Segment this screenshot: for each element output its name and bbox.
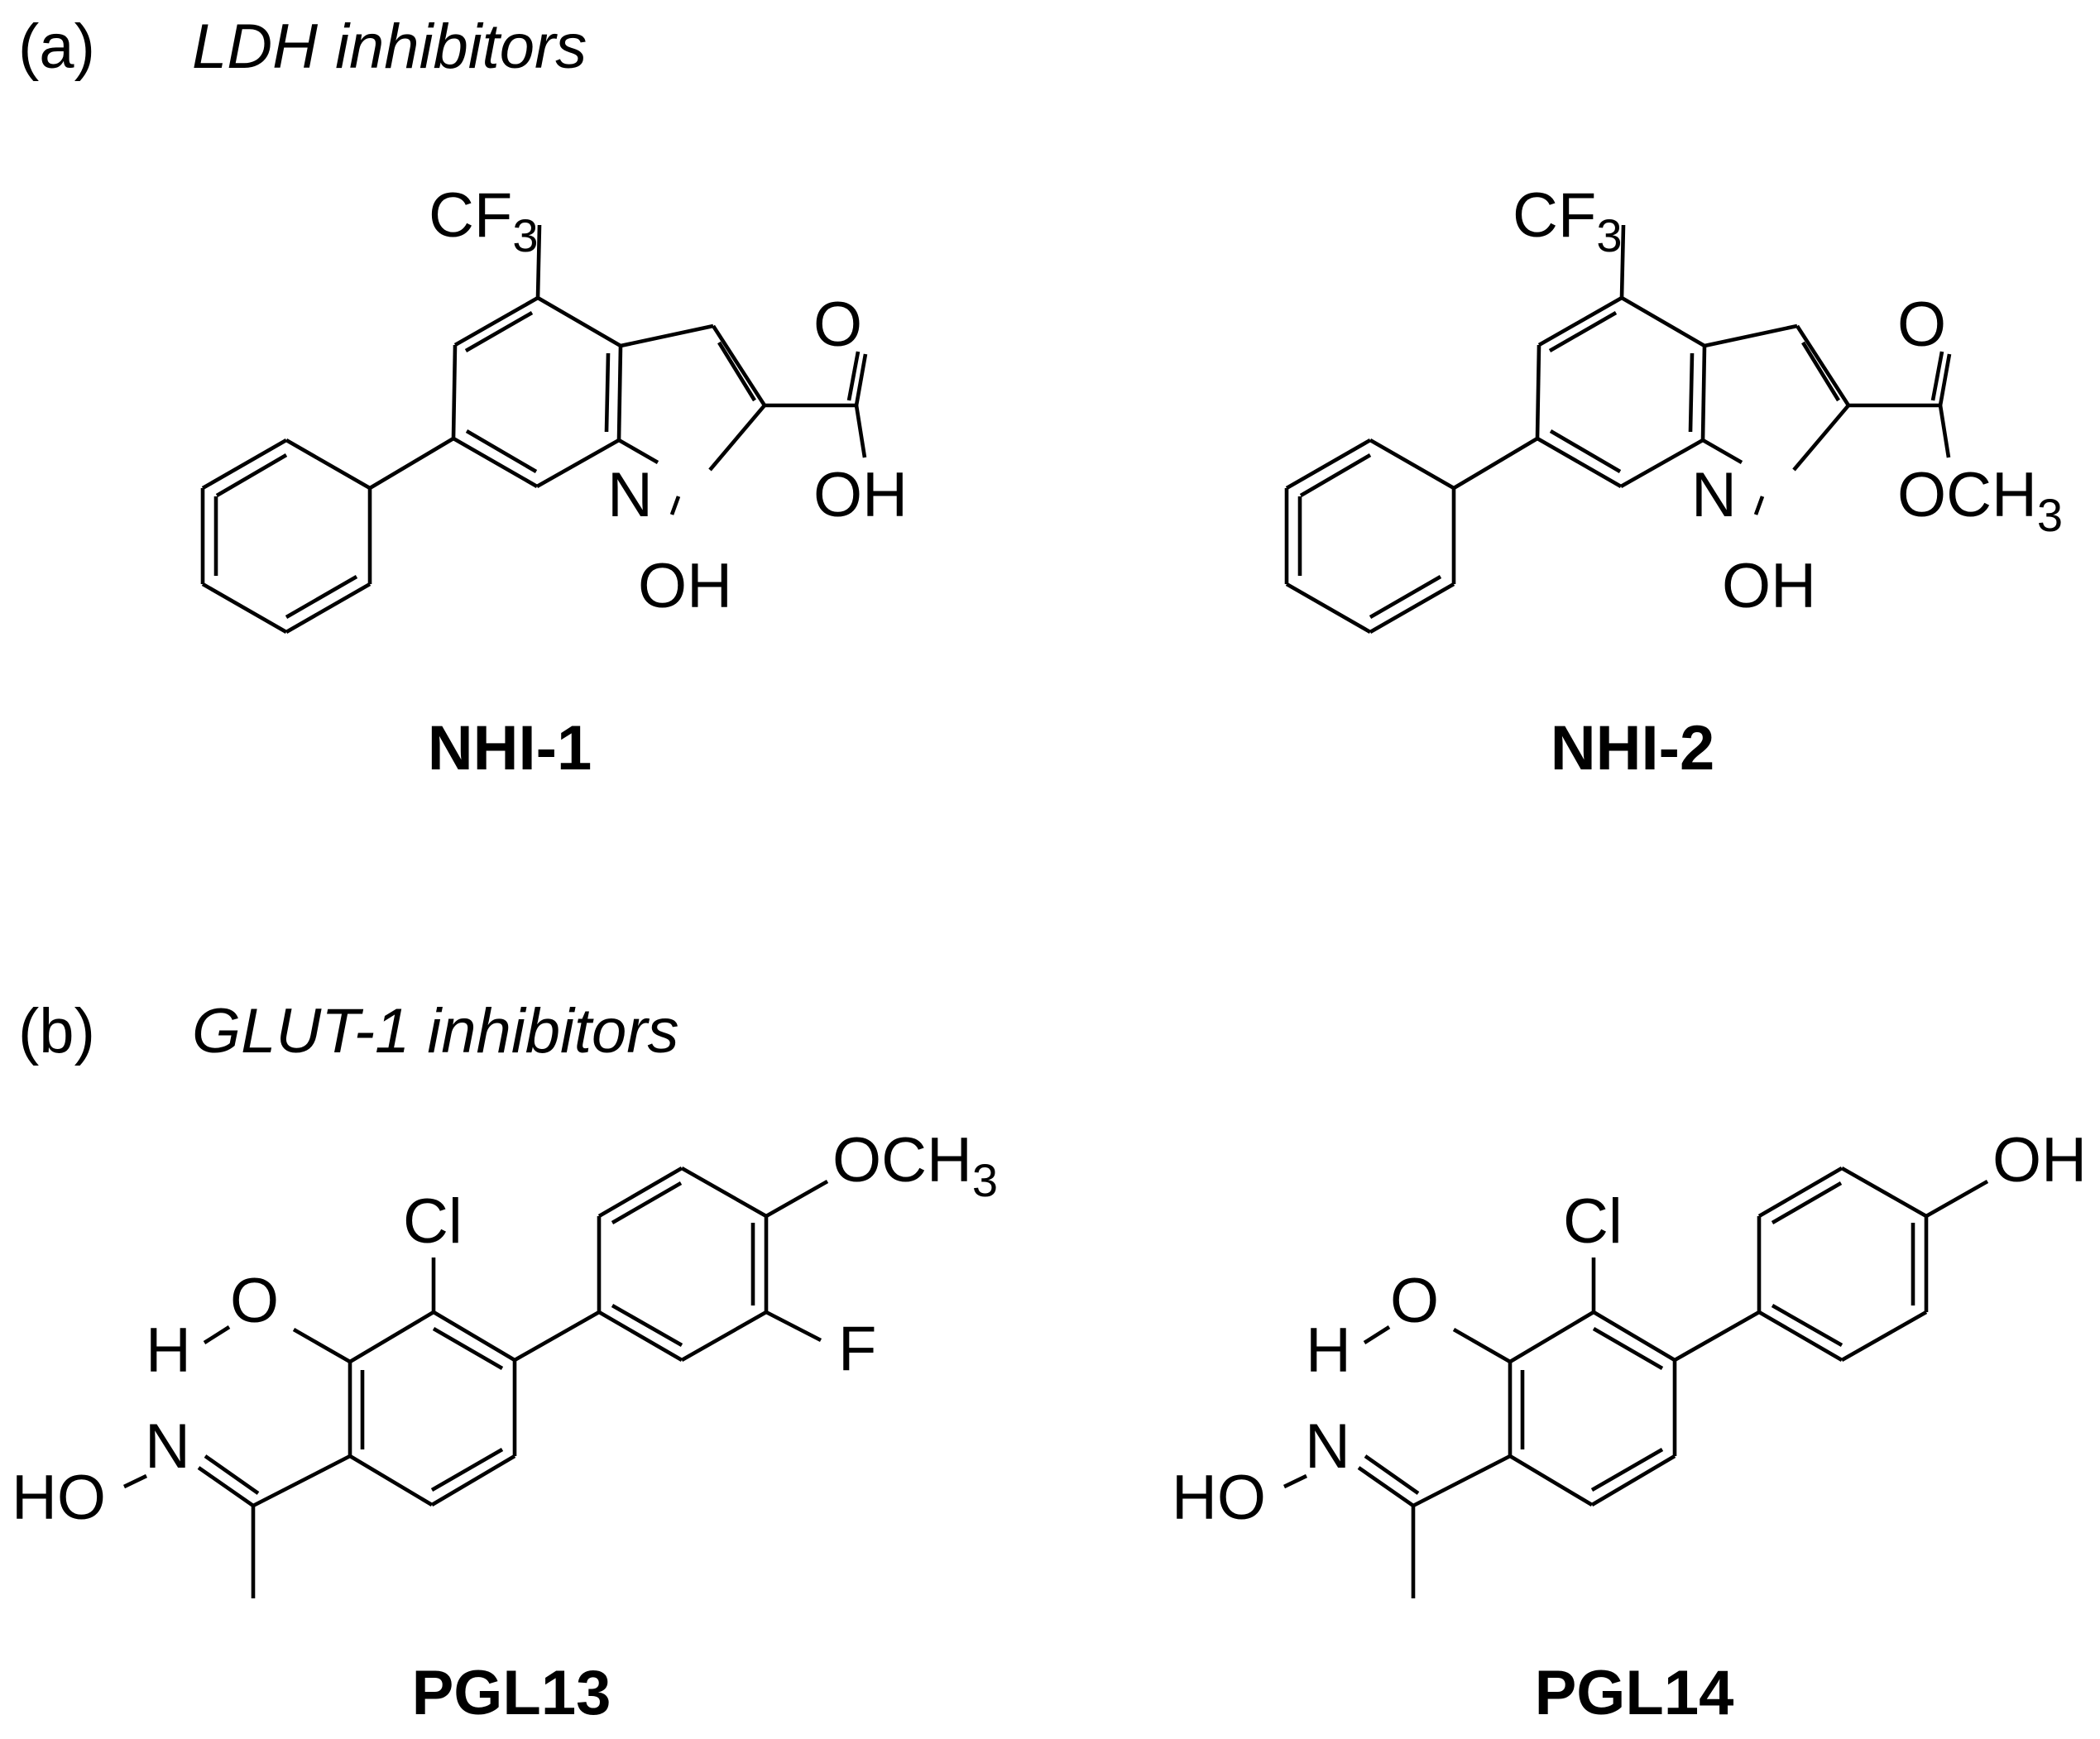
nhi-1-name: NHI-1: [428, 713, 592, 783]
panel-b-letter: (b): [18, 996, 95, 1066]
nhi-1-carbonyl-o: O: [813, 290, 862, 360]
nhi-2-bonds: [1284, 224, 1952, 634]
pgl13-methoxy: OCH3: [832, 1125, 998, 1206]
nhi-2-cf3: CF3: [1513, 180, 1622, 261]
nhi-2-atom-labels: CF3 O OCH3 N OH: [1513, 180, 2063, 621]
nhi-1-bonds: [200, 224, 868, 634]
pgl13-name: PGL13: [412, 1658, 611, 1728]
nhi-1-cf3: CF3: [429, 180, 538, 261]
nhi-2-methoxy: OCH3: [1897, 460, 2063, 541]
pgl14-h: H: [1306, 1315, 1351, 1386]
structure-pgl14: Cl O H N HO OH PGL14: [1172, 1125, 2087, 1728]
nhi-2-carbonyl-o: O: [1897, 290, 1946, 360]
pgl14-n: N: [1305, 1411, 1350, 1482]
structure-pgl13: Cl O H N HO OCH3 F PGL13: [12, 1125, 998, 1728]
pgl13-f: F: [838, 1314, 876, 1384]
panel-a-title: LDH inhibitors: [192, 12, 587, 82]
pgl14-bonds: [1283, 1167, 1989, 1598]
pgl14-o: O: [1390, 1266, 1439, 1336]
pgl13-bonds: [123, 1167, 829, 1598]
nhi-2-n: N: [1691, 460, 1737, 530]
panel-b-title: GLUT-1 inhibitors: [192, 996, 679, 1066]
pgl13-n: N: [145, 1411, 190, 1482]
nhi-1-n: N: [607, 460, 653, 530]
nhi-1-n-oh: OH: [638, 551, 732, 621]
pgl14-oh: OH: [1992, 1125, 2087, 1195]
pgl14-atom-labels: Cl O H N HO OH: [1172, 1125, 2087, 1533]
pgl14-cl: Cl: [1563, 1186, 1623, 1257]
pgl13-cl: Cl: [403, 1186, 463, 1257]
pgl14-ho: HO: [1172, 1463, 1266, 1533]
pgl14-name: PGL14: [1535, 1658, 1734, 1728]
panel-a-letter: (a): [18, 12, 95, 82]
panel-b-label: (b) GLUT-1 inhibitors: [18, 996, 679, 1066]
pgl13-o: O: [230, 1266, 279, 1336]
pgl13-ho: HO: [12, 1463, 106, 1533]
panel-a-label: (a) LDH inhibitors: [18, 12, 587, 82]
structure-nhi-1: CF3 O OH N OH NHI-1: [200, 180, 908, 783]
pgl13-h: H: [146, 1315, 191, 1386]
nhi-2-name: NHI-2: [1551, 713, 1714, 783]
pgl13-atom-labels: Cl O H N HO OCH3 F: [12, 1125, 998, 1533]
nhi-1-atom-labels: CF3 O OH N OH: [429, 180, 908, 621]
nhi-2-n-oh: OH: [1722, 551, 1816, 621]
nhi-1-acid-oh: OH: [813, 460, 908, 530]
structure-nhi-2: CF3 O OCH3 N OH NHI-2: [1284, 180, 2063, 783]
